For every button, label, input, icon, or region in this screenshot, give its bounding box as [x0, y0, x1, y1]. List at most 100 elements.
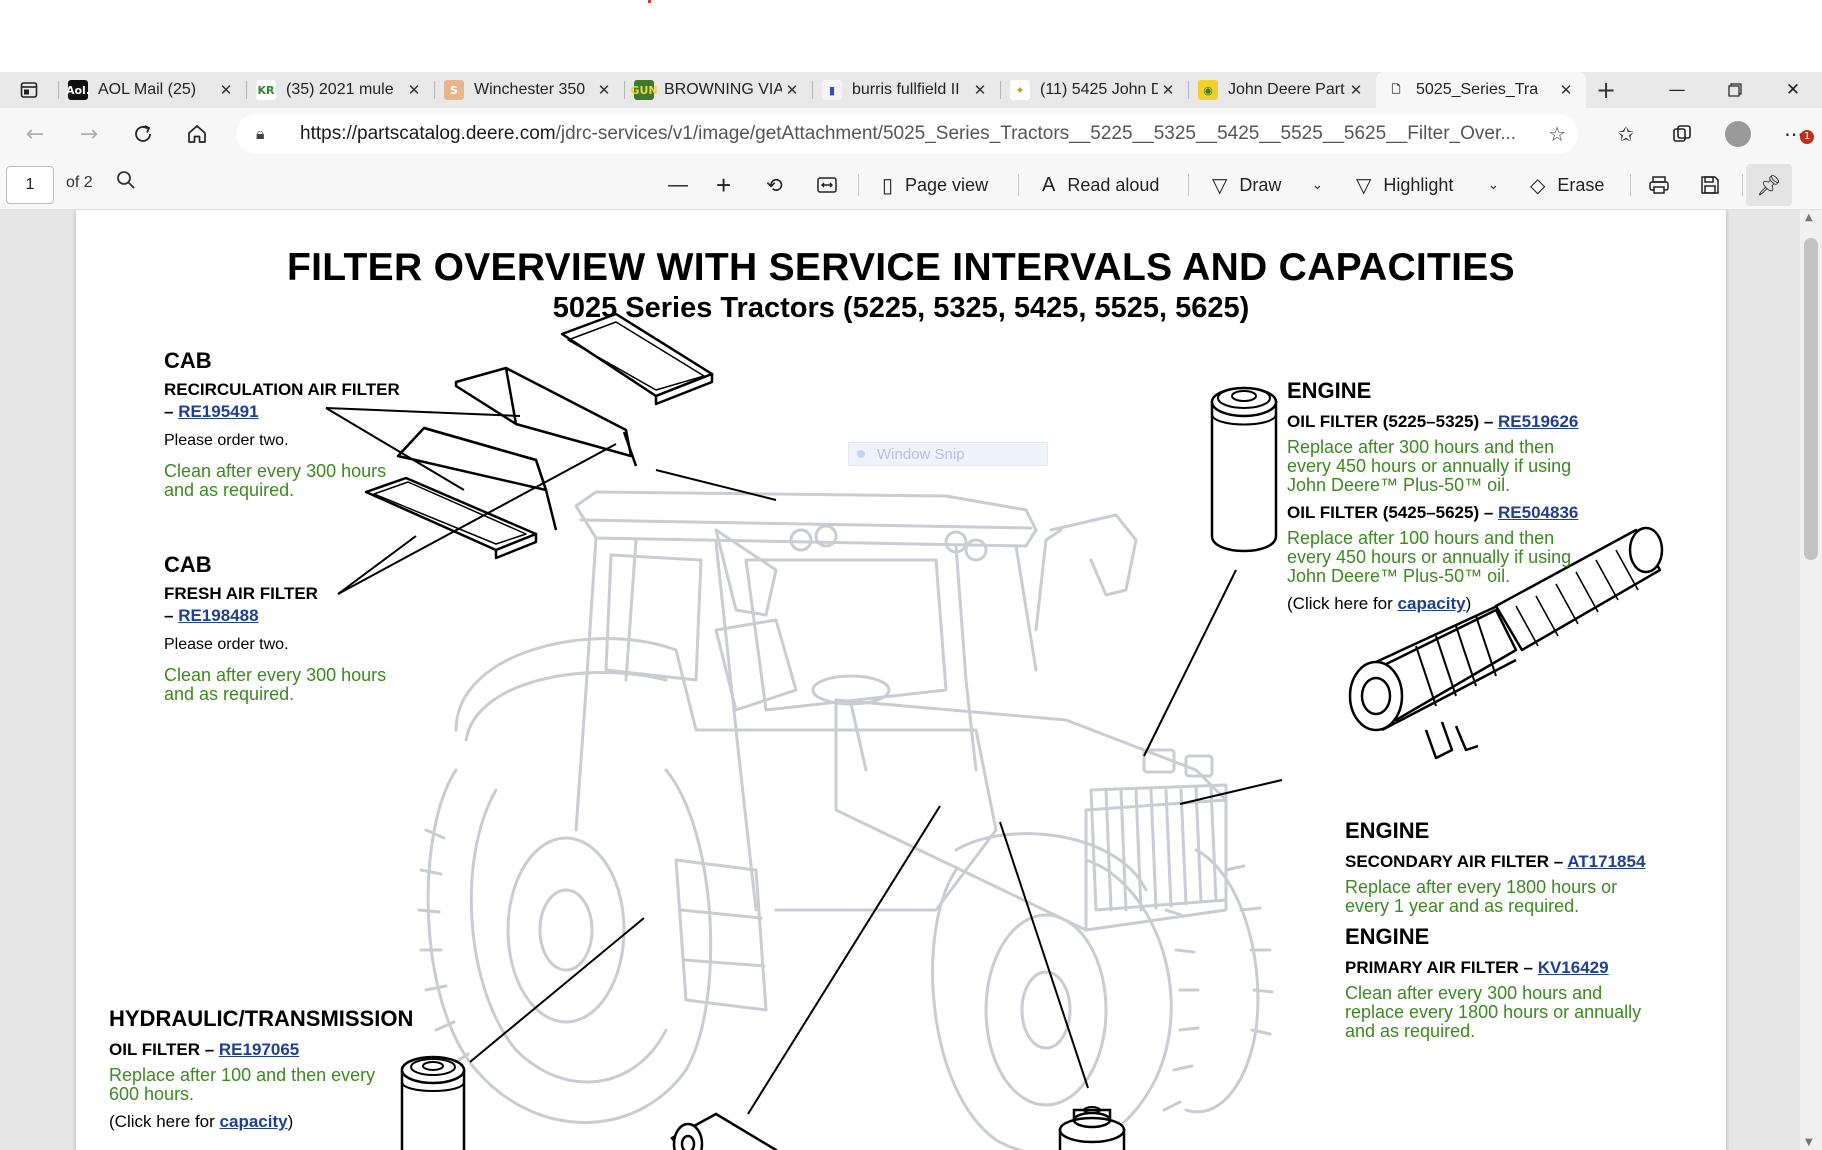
close-window-button[interactable]: ✕	[1785, 80, 1801, 100]
service-line: Replace after 300 hours and then	[1287, 437, 1555, 457]
scroll-down-icon[interactable]: ▼	[1805, 1137, 1813, 1148]
tab-close-icon[interactable]: ✕	[407, 81, 421, 99]
highlight-button[interactable]: ▽Highlight	[1356, 160, 1453, 210]
browser-tab[interactable]: ◉John Deere Part✕	[1188, 72, 1376, 108]
capacity-suffix: )	[287, 1112, 294, 1131]
service-line: Clean after every 300 hours	[164, 665, 387, 685]
tab-favicon-icon: ▮	[822, 80, 842, 100]
favorites-button[interactable]: ✩	[1598, 114, 1654, 154]
capacity-link[interactable]: capacity	[219, 1112, 288, 1131]
restore-button[interactable]	[1706, 72, 1764, 108]
tab-actions-button[interactable]	[0, 72, 58, 108]
part-number-link[interactable]: KV16429	[1537, 958, 1609, 977]
part-label: PRIMARY AIR FILTER –	[1345, 958, 1538, 977]
capacity-link[interactable]: capacity	[1397, 594, 1466, 613]
zoom-out-button[interactable]: —	[668, 160, 700, 210]
fit-width-button[interactable]	[816, 160, 838, 210]
window-controls: — ✕	[1648, 72, 1822, 108]
new-tab-button[interactable]: +	[1595, 76, 1617, 104]
page-view-button[interactable]: ▯Page view	[882, 160, 988, 210]
snip-dot-icon	[857, 450, 865, 458]
part-number-link[interactable]: RE198488	[178, 606, 259, 625]
highlight-label: Highlight	[1383, 174, 1454, 195]
part-line: OIL FILTER (5425–5625) – RE504836	[1287, 503, 1617, 523]
browser-tab[interactable]: ▮burris fullfield II✕	[812, 72, 1000, 108]
part-number-link[interactable]: RE195491	[178, 402, 259, 421]
pdf-viewer[interactable]: FILTER OVERVIEW WITH SERVICE INTERVALS A…	[0, 210, 1822, 1150]
browser-tab[interactable]: KR(35) 2021 mule✕	[246, 72, 434, 108]
vertical-scrollbar[interactable]: ▲ ▼	[1800, 210, 1822, 1150]
browser-tab[interactable]: GUN BROWNING VIA✕	[624, 72, 812, 108]
browser-tab[interactable]: 🗋5025_Series_Tra✕	[1376, 72, 1586, 108]
minus-icon: —	[668, 173, 688, 196]
restore-icon	[1728, 83, 1742, 97]
back-button[interactable]: ←	[25, 121, 45, 147]
tab-close-icon[interactable]: ✕	[973, 81, 987, 99]
engine-secondary-air-filter-block: ENGINE SECONDARY AIR FILTER – AT171854 R…	[1345, 818, 1695, 916]
pin-toolbar-button[interactable]: 📌︎	[1746, 164, 1792, 206]
tab-close-icon[interactable]: ✕	[219, 81, 233, 99]
pdf-page: FILTER OVERVIEW WITH SERVICE INTERVALS A…	[76, 210, 1726, 1150]
settings-more-button[interactable]: ⋯1	[1766, 114, 1822, 154]
browser-tab[interactable]: Aol.AOL Mail (25)✕	[58, 72, 246, 108]
service-line: Clean after every 300 hours	[164, 461, 387, 481]
tab-close-icon[interactable]: ✕	[1161, 81, 1175, 99]
tab-title: 5025_Series_Tra	[1416, 81, 1539, 98]
part-number-link[interactable]: RE197065	[218, 1040, 300, 1059]
zoom-in-button[interactable]: +	[716, 160, 743, 210]
scroll-up-icon[interactable]: ▲	[1805, 212, 1813, 223]
part-number-link[interactable]: RE504836	[1498, 503, 1579, 522]
save-button[interactable]	[1700, 160, 1720, 210]
document-title: FILTER OVERVIEW WITH SERVICE INTERVALS A…	[287, 246, 1515, 289]
read-aloud-button[interactable]: A︎Read aloud	[1042, 160, 1159, 210]
part-number-link[interactable]: RE519626	[1498, 412, 1579, 431]
tab-close-icon[interactable]: ✕	[1559, 81, 1573, 99]
page-number-input[interactable]: 1	[6, 166, 54, 204]
service-line: and as required.	[164, 684, 295, 704]
home-icon	[188, 125, 206, 143]
part-label: OIL FILTER –	[109, 1040, 219, 1059]
scrollbar-thumb[interactable]	[1804, 238, 1818, 560]
erase-label: Erase	[1557, 174, 1605, 195]
save-icon	[1701, 176, 1719, 194]
part-number-link[interactable]: AT171854	[1567, 852, 1646, 871]
home-button[interactable]	[170, 114, 224, 154]
section-heading: CAB	[164, 348, 212, 373]
url-field[interactable]: 🔒︎ https://partscatalog.deere.com/jdrc-s…	[236, 114, 1578, 154]
pin-icon: 📌︎	[1756, 173, 1782, 197]
service-line: 600 hours.	[109, 1084, 195, 1104]
refresh-button[interactable]	[116, 114, 170, 154]
collections-button[interactable]	[1654, 114, 1710, 154]
rotate-icon: ⟲	[766, 174, 783, 197]
refresh-icon	[135, 125, 151, 142]
erase-button[interactable]: ◇Erase	[1530, 160, 1604, 210]
minimize-button[interactable]: —	[1668, 80, 1686, 100]
tab-separator	[1188, 81, 1189, 99]
section-heading: ENGINE	[1345, 818, 1430, 843]
read-aloud-label: Read aloud	[1067, 174, 1160, 195]
top-blank-area	[0, 0, 1822, 72]
draw-button[interactable]: ▽Draw	[1212, 160, 1281, 210]
highlight-options-chevron[interactable]: ⌄	[1488, 160, 1499, 210]
tab-title: Winchester 350	[474, 81, 586, 98]
service-line: John Deere™ Plus-50™ oil.	[1287, 475, 1511, 495]
part-prefix: –	[164, 606, 179, 625]
tab-close-icon[interactable]: ✕	[785, 81, 799, 99]
search-icon[interactable]	[116, 170, 136, 195]
browser-tab[interactable]: ✦(11) 5425 John D✕	[1000, 72, 1188, 108]
forward-button[interactable]: →	[79, 121, 99, 147]
tab-title: BROWNING VIA	[664, 81, 782, 98]
tab-favicon-icon: GUN	[630, 80, 658, 100]
profile-button[interactable]	[1710, 114, 1766, 154]
add-favorite-icon[interactable]: ☆	[1548, 122, 1566, 146]
cab-fresh-air-filter-block: CAB FRESH AIR FILTER – RE198488 Please o…	[164, 552, 444, 704]
tab-close-icon[interactable]: ✕	[1349, 81, 1363, 99]
draw-options-chevron[interactable]: ⌄	[1312, 160, 1323, 210]
rotate-button[interactable]: ⟲	[766, 160, 795, 210]
print-icon	[1649, 176, 1669, 194]
tab-close-icon[interactable]: ✕	[597, 81, 611, 99]
part-line: OIL FILTER – RE197065	[109, 1040, 439, 1060]
print-button[interactable]	[1648, 160, 1670, 210]
